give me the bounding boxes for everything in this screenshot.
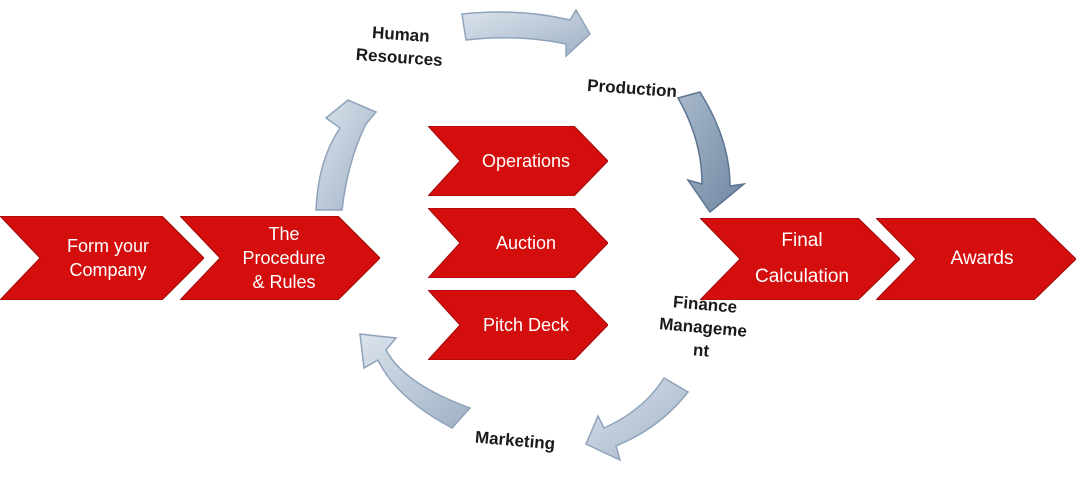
chevron-shape bbox=[428, 126, 608, 196]
step-procedure-rules-label: The Procedure & Rules bbox=[242, 223, 326, 293]
step-form-company: Form your Company bbox=[0, 216, 204, 300]
chevron-shape bbox=[876, 218, 1076, 300]
label-finance-management: Finance Manageme nt bbox=[658, 292, 748, 361]
chevron-shape bbox=[428, 208, 608, 278]
step-awards-label: Awards bbox=[950, 248, 1014, 270]
step-pitch-deck: Pitch Deck bbox=[428, 290, 608, 360]
step-form-company-label: Form your Company bbox=[66, 235, 149, 280]
label-human-resources: Human Resources bbox=[355, 23, 444, 70]
step-operations-label: Operations bbox=[481, 150, 571, 171]
step-final-calculation-label: Final Calculation bbox=[755, 229, 849, 287]
arrow-finance-to-marketing bbox=[585, 376, 690, 462]
chevron-shape bbox=[0, 216, 204, 300]
step-procedure-rules: The Procedure & Rules bbox=[180, 216, 380, 300]
arrow-procedure-to-hr bbox=[315, 99, 378, 211]
step-auction-label: Auction bbox=[495, 232, 557, 253]
chevron-shape bbox=[428, 290, 608, 360]
step-pitch-deck-label: Pitch Deck bbox=[482, 314, 570, 335]
step-operations: Operations bbox=[428, 126, 608, 196]
step-auction: Auction bbox=[428, 208, 608, 278]
chevron-shape bbox=[180, 216, 380, 300]
step-awards: Awards bbox=[876, 218, 1076, 300]
step-final-calculation: Final Calculation bbox=[700, 218, 900, 300]
arrow-marketing-to-center bbox=[359, 333, 472, 429]
arrow-hr-to-production bbox=[461, 8, 591, 58]
arrow-production-to-final bbox=[676, 91, 747, 214]
chevron-shape bbox=[700, 218, 900, 300]
